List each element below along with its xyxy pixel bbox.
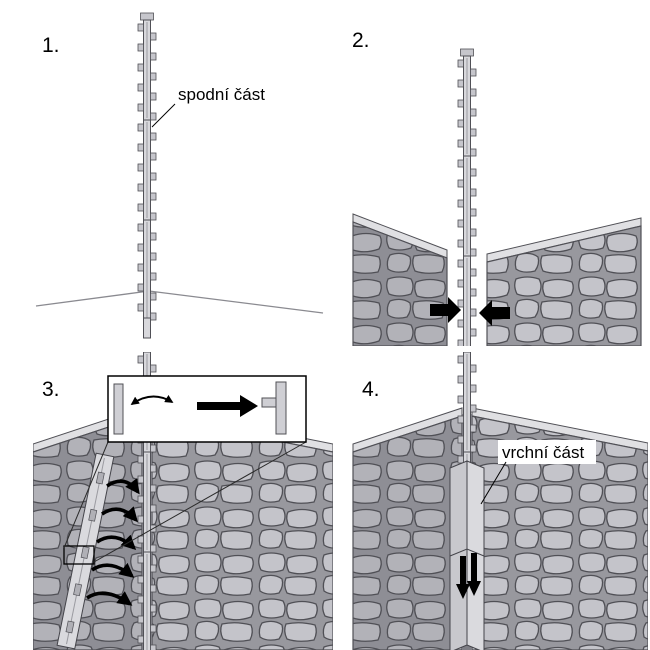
step-3-panel: 3. <box>33 352 333 650</box>
detail-inset <box>107 375 307 443</box>
zoom-connector-right <box>93 441 307 563</box>
inset-rotate-arrow <box>130 394 174 405</box>
floor-corner-lines <box>35 290 324 314</box>
inset-push-arrow <box>197 395 258 417</box>
stone-wall-right <box>471 407 648 650</box>
slide-down-arrow-2 <box>467 553 481 596</box>
slide-down-arrow-1 <box>456 556 470 599</box>
label-leader-line <box>151 103 176 128</box>
hook-arrows <box>86 478 140 606</box>
step-3-number: 3. <box>42 378 60 401</box>
step-2-panel: 2. <box>352 29 642 346</box>
post-top-cap <box>460 48 474 57</box>
label-background <box>498 440 596 464</box>
zoom-connector-left <box>63 441 109 549</box>
corner-post-strip <box>457 48 477 346</box>
step-4-number: 4. <box>362 378 380 401</box>
label-leader-line <box>480 461 507 505</box>
step-2-number: 2. <box>352 29 370 52</box>
step-1-number: 1. <box>42 34 60 57</box>
stone-wall-right <box>151 407 333 650</box>
bottom-part-label: spodní část <box>178 85 265 104</box>
step-1-panel: spodní část 1. <box>35 12 324 339</box>
zoom-source-box <box>63 545 95 565</box>
post-bottom-end <box>143 317 151 339</box>
inset-panel-edge <box>113 383 124 435</box>
corner-cover-upper-part <box>449 460 485 650</box>
stone-wall-left <box>352 407 463 650</box>
inset-hook <box>261 397 277 408</box>
stone-wall-left <box>352 213 448 346</box>
stone-wall-right <box>486 217 642 346</box>
push-arrow-left <box>430 297 461 323</box>
step-4-panel: vrchní část 4. <box>352 352 648 650</box>
corner-post-strip <box>137 12 157 339</box>
top-part-label: vrchní část <box>502 443 584 462</box>
inset-post-section <box>275 381 287 435</box>
corner-post-lower-part <box>56 452 115 650</box>
push-arrow-right <box>479 300 510 326</box>
post-top-cap <box>140 12 154 21</box>
